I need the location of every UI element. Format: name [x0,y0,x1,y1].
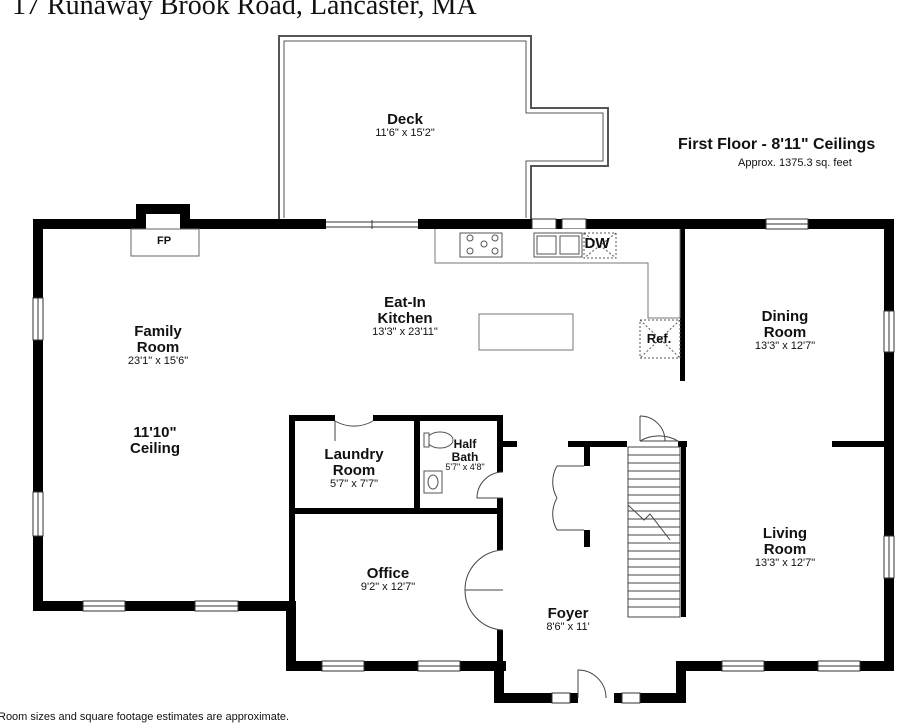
dining-room-name-1: Dining [761,308,809,325]
living-room-label: Living Room 13'3" x 12'7" [755,526,815,569]
fireplace-label: FP [156,235,172,247]
half-bath-name-2: Bath [451,449,479,464]
exterior-walls [33,204,894,703]
family-room-name-1: Family [134,323,182,340]
deck-dims: 11'6" x 15'2" [375,126,435,139]
kitchen-dims: 13'3" x 23'11" [372,325,438,338]
living-room-name-2: Room [763,540,807,558]
family-ceiling-height: 11'10" [133,424,177,441]
bath-fixtures [423,431,454,494]
cooktop [459,232,503,258]
dishwasher-label: DW [584,235,610,252]
family-room-name-2: Room [136,338,180,356]
kitchen-label: Eat-In Kitchen 13'3" x 23'11" [372,295,438,338]
laundry-room-label: Laundry Room 5'7" x 7'7" [324,447,383,490]
half-bath-label: Half Bath 5'7" x 4'8" [445,438,484,473]
office-label: Office 9'2" x 12'7" [361,566,415,593]
windows [32,218,895,704]
kitchen-name-2: Kitchen [377,309,433,327]
foyer-dims: 8'6" x 11' [546,620,590,633]
door-swings [334,415,680,699]
family-room-label: Family Room 23'1" x 15'6" [128,324,188,367]
fireplace [130,228,200,257]
family-ceiling-word: Ceiling [129,439,181,457]
living-room-dims: 13'3" x 12'7" [754,556,816,569]
foyer-label: Foyer 8'6" x 11' [546,606,589,633]
office-dims: 9'2" x 12'7" [360,580,416,593]
kitchen-name-1: Eat-In [384,294,426,311]
footnote: Room sizes and square footage estimates … [0,711,290,723]
deck-name: Deck [387,111,423,128]
foyer-name: Foyer [547,605,589,622]
office-name: Office [366,565,410,582]
property-title: 17 Runaway Brook Road, Lancaster, MA [12,0,477,21]
floor-label: First Floor - 8'11" Ceilings [678,136,876,153]
dining-room-name-2: Room [763,323,807,341]
slider-door [326,220,418,229]
half-bath-name-1: Half [453,437,477,451]
family-room-dims: 23'1" x 15'6" [127,354,189,367]
dining-room-dims: 13'3" x 12'7" [754,339,816,352]
laundry-room-dims: 5'7" x 7'7" [329,477,379,490]
dining-room-label: Dining Room 13'3" x 12'7" [755,309,815,352]
dishwasher [583,232,617,259]
kitchen-sink [533,232,583,258]
kitchen-counters [434,229,681,351]
half-bath-dims: 5'7" x 4'8" [445,462,485,473]
interior-walls [289,229,884,671]
deck-label: Deck 11'6" x 15'2" [375,112,435,139]
laundry-room-name-2: Room [332,461,376,479]
refrigerator-label: Ref. [646,331,672,346]
laundry-room-name-1: Laundry [324,446,384,463]
deck-outline [278,35,609,222]
floor-area: Approx. 1375.3 sq. feet [738,157,852,169]
refrigerator [639,319,681,359]
living-room-name-1: Living [762,525,808,542]
stairs [627,446,681,618]
family-ceiling-label: 11'10" Ceiling [130,425,180,457]
